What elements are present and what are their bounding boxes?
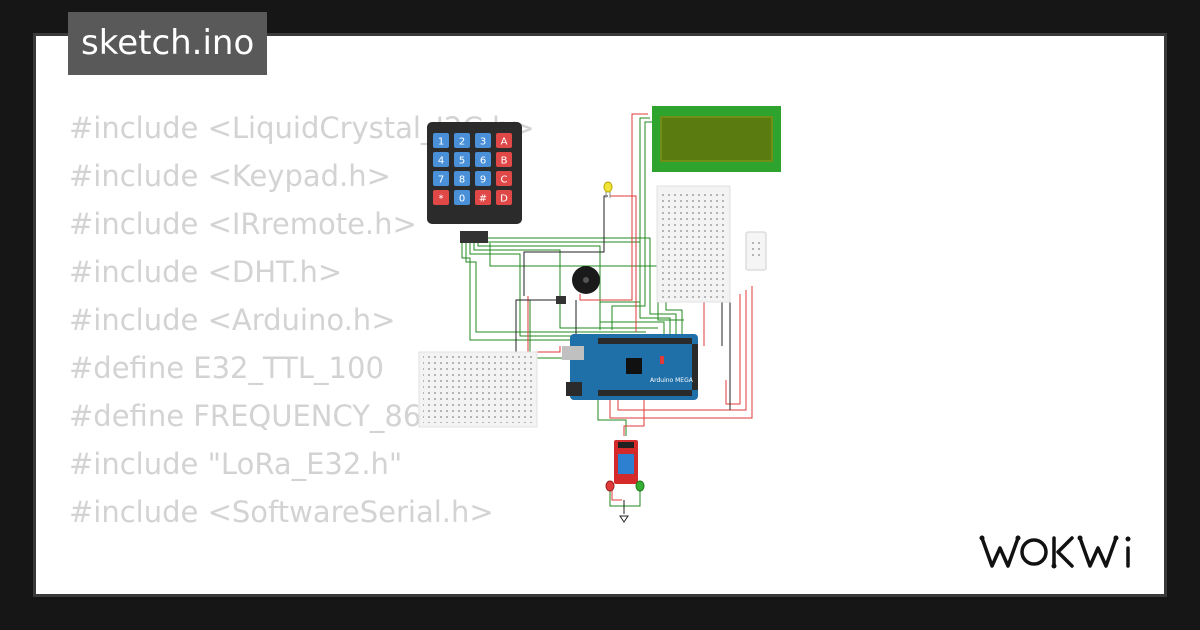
keypad-key-label: 0 <box>459 194 465 205</box>
ir-receiver <box>556 296 566 304</box>
keypad-key-label: 7 <box>438 175 444 186</box>
wires <box>461 113 753 514</box>
keypad-key <box>433 190 449 205</box>
wokwi-logo <box>979 535 1131 569</box>
keypad-key-label: C <box>501 175 508 186</box>
led-yellow <box>603 181 613 198</box>
editor-card: #include <LiquidCrystal_I2C.h>#include <… <box>33 33 1167 597</box>
relay-module <box>614 440 638 484</box>
code-line: #define E32_TTL_100 <box>69 351 384 385</box>
breadboard-left <box>418 351 538 428</box>
keypad-key <box>433 133 449 148</box>
keypad-key-label: D <box>500 194 508 205</box>
led-green <box>635 480 645 492</box>
keypad-key <box>496 133 512 148</box>
keypad-4x4: 1 2 3 A 4 5 6 B 7 8 9 C * 0 # D <box>427 122 522 243</box>
keypad-key-label: 9 <box>480 175 486 186</box>
keypad-key-label: 3 <box>480 137 486 148</box>
buzzer <box>572 266 600 294</box>
keypad-key-label: 5 <box>459 156 465 167</box>
keypad-key <box>433 152 449 167</box>
board-label: Arduino MEGA <box>650 377 694 384</box>
keypad-key <box>475 152 491 167</box>
keypad-key <box>454 190 470 205</box>
keypad-key <box>454 152 470 167</box>
keypad-key-label: 4 <box>438 156 444 167</box>
code-line: #include "ArduinoSimple.h" // Time Ctrl … <box>69 584 1049 594</box>
keypad-key <box>454 133 470 148</box>
code-line: #include <SoftwareSerial.h> <box>69 495 494 529</box>
lcd-display <box>652 106 781 172</box>
keypad-key-label: 1 <box>438 137 444 148</box>
keypad-key-label: 8 <box>459 175 465 186</box>
keypad-key <box>496 171 512 186</box>
keypad-key <box>496 152 512 167</box>
dht-sensor <box>745 231 767 271</box>
keypad-key <box>475 190 491 205</box>
keypad-key <box>496 190 512 205</box>
code-line: #include <DHT.h> <box>69 255 343 289</box>
keypad-key <box>433 171 449 186</box>
keypad-key <box>475 133 491 148</box>
keypad-key-label: B <box>501 156 508 167</box>
keypad-key <box>475 171 491 186</box>
keypad-key <box>454 171 470 186</box>
code-line: #include <Arduino.h> <box>69 303 396 337</box>
keypad-key-label: 6 <box>480 156 486 167</box>
keypad-key-label: * <box>439 194 444 205</box>
code-line: #include "LoRa_E32.h" <box>69 447 403 481</box>
code-line: #define FREQUENCY_868 <box>69 399 440 433</box>
arduino-mega-board: Arduino MEGA <box>562 334 698 400</box>
keypad-key-label: # <box>479 194 487 205</box>
led-red <box>605 480 615 492</box>
file-tab[interactable]: sketch.ino <box>68 12 268 75</box>
keypad-key-label: 2 <box>459 137 465 148</box>
code-line: #include <IRremote.h> <box>69 207 417 241</box>
code-line: #include <Keypad.h> <box>69 159 391 193</box>
ground-symbol <box>619 515 629 523</box>
code-editor[interactable]: #include <LiquidCrystal_I2C.h>#include <… <box>69 104 1049 594</box>
keypad-key-label: A <box>501 137 508 148</box>
keypad-keys: 1 2 3 A 4 5 6 B 7 8 9 C * 0 # D <box>433 133 512 205</box>
breadboard-right <box>656 185 731 303</box>
